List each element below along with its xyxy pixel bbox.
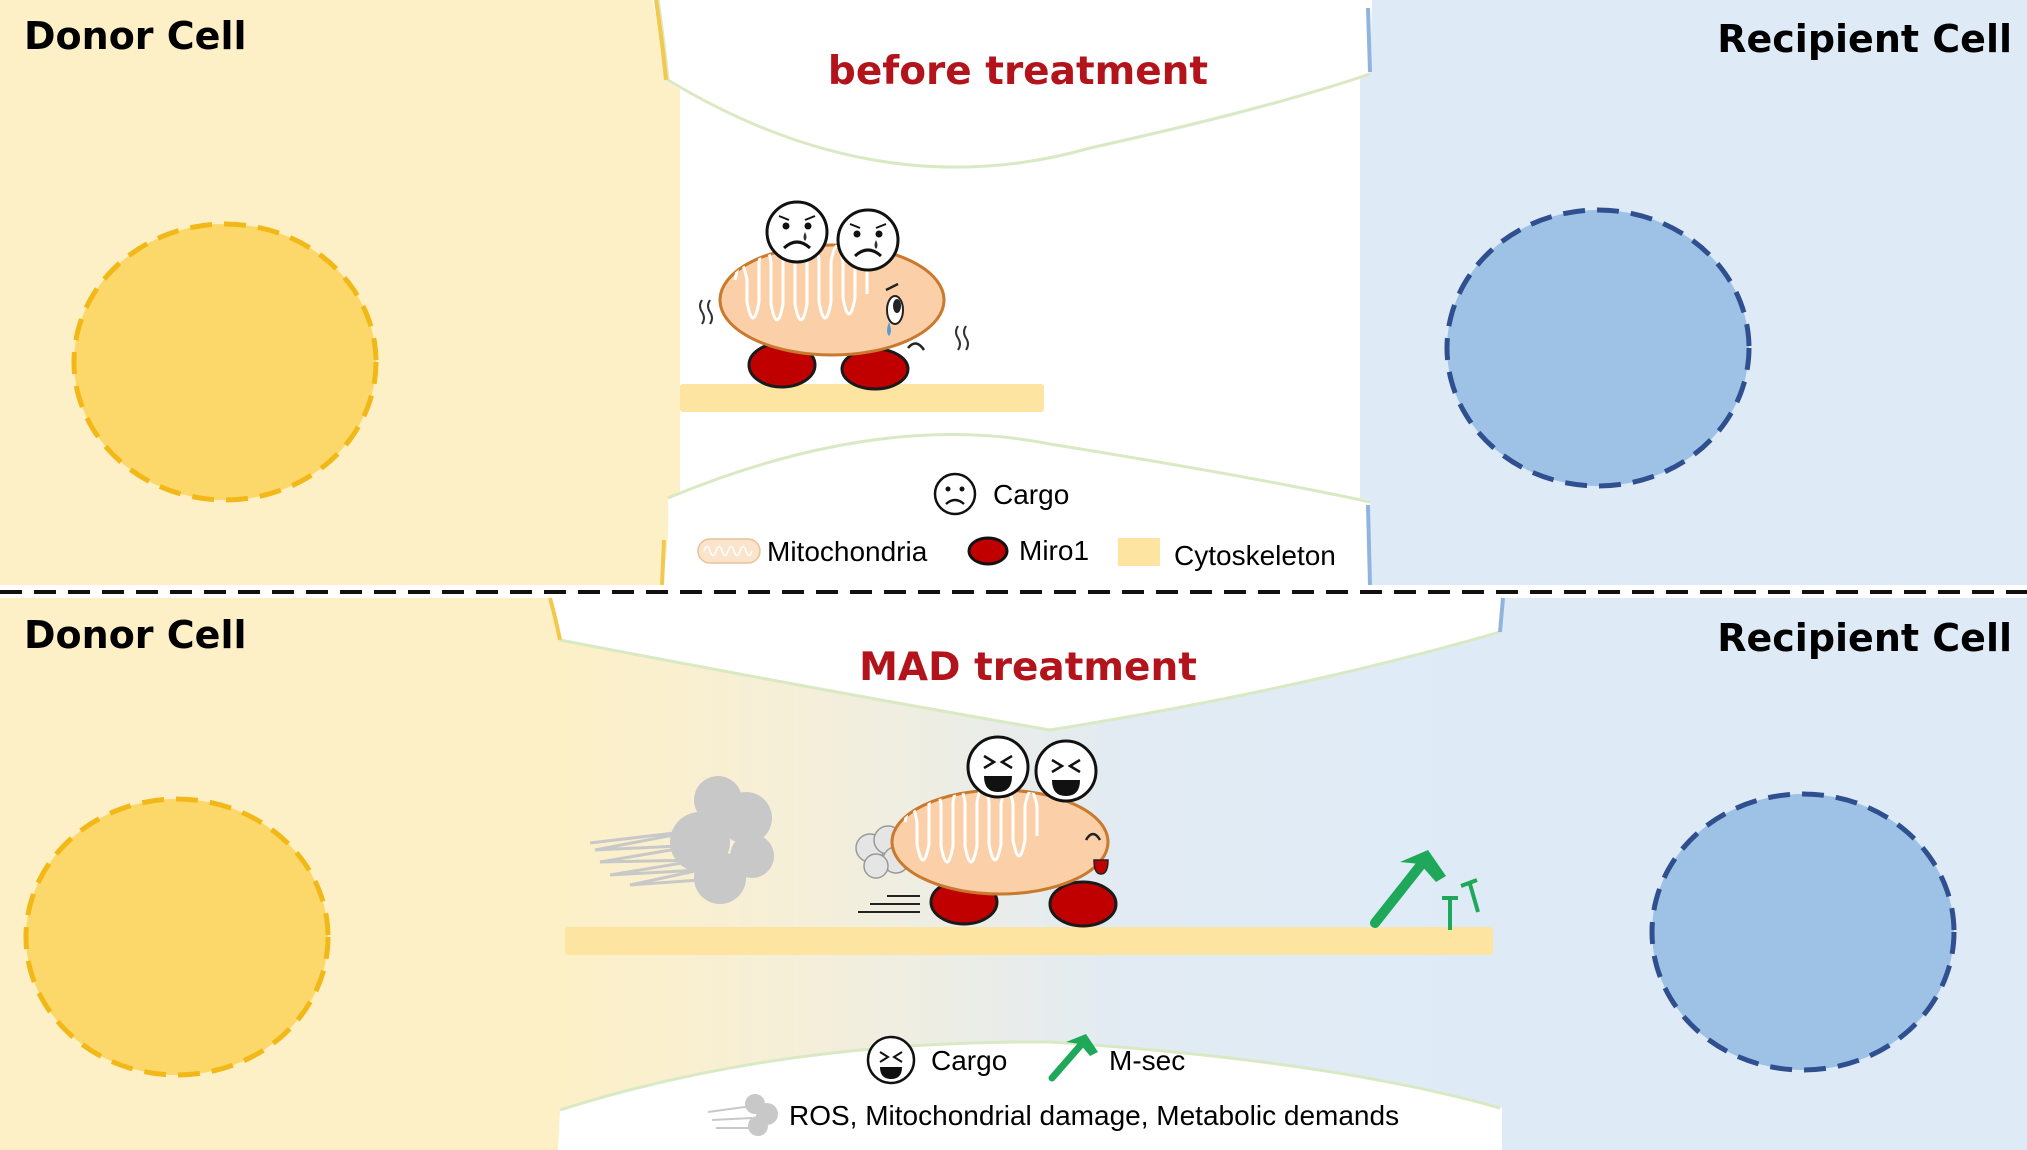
top-phase-title: before treatment [828,49,1208,94]
bottom-donor-label: Donor Cell [24,613,247,657]
bottom-phase-title: MAD treatment [859,645,1197,690]
mitochondrion-sad [718,243,946,357]
happy-face-icon [1034,739,1098,803]
legend-ros-label: ROS, Mitochondrial damage, Metabolic dem… [789,1100,1399,1131]
shake-mark [955,325,969,351]
recipient-nucleus [1649,791,1957,1073]
miro1-wheel [1048,880,1118,928]
shake-mark [699,299,713,325]
legend-m-sec-icon [1048,1034,1098,1082]
legend-ros-cloud-icon [707,1094,778,1136]
legend-miro1-icon [967,536,1009,566]
legend-mitochondria-label: Mitochondria [767,536,928,567]
extracellular-space-top [652,0,1372,170]
m-sec-hammer-icon [1370,850,1480,930]
ros-cloud-icon [589,776,774,904]
legend-happy-face-icon [866,1035,916,1085]
sad-face-icon [765,200,829,264]
speed-lines [858,895,920,913]
legend-cargo-label: Cargo [993,479,1069,510]
donor-nucleus [71,221,379,503]
bottom-panel: Donor Cell Recipient Cell MAD treatment … [0,597,2027,1150]
sad-face-icon [836,208,900,272]
top-panel: Donor Cell Recipient Cell before treatme… [0,0,2027,586]
legend-cargo-label: Cargo [931,1045,1007,1076]
extracellular-space-bottom [558,1041,1502,1150]
cytoskeleton-track [680,384,1044,412]
extracellular-space-top [548,598,1502,730]
top-donor-label: Donor Cell [24,14,247,58]
legend-cytoskeleton-icon [1118,538,1160,566]
extracellular-space-bottom [662,435,1372,585]
cytoskeleton-track [565,927,1493,955]
bottom-recipient-label: Recipient Cell [1717,616,2012,660]
donor-nucleus [23,796,331,1078]
legend-msec-label: M-sec [1109,1045,1185,1076]
recipient-nucleus [1444,207,1752,489]
legend-miro1-label: Miro1 [1019,535,1089,566]
legend-sad-face-icon [933,472,977,516]
legend-mitochondria-icon [697,538,761,564]
top-recipient-label: Recipient Cell [1717,17,2012,61]
happy-face-icon [966,735,1030,799]
legend-cytoskeleton-label: Cytoskeleton [1174,540,1336,571]
